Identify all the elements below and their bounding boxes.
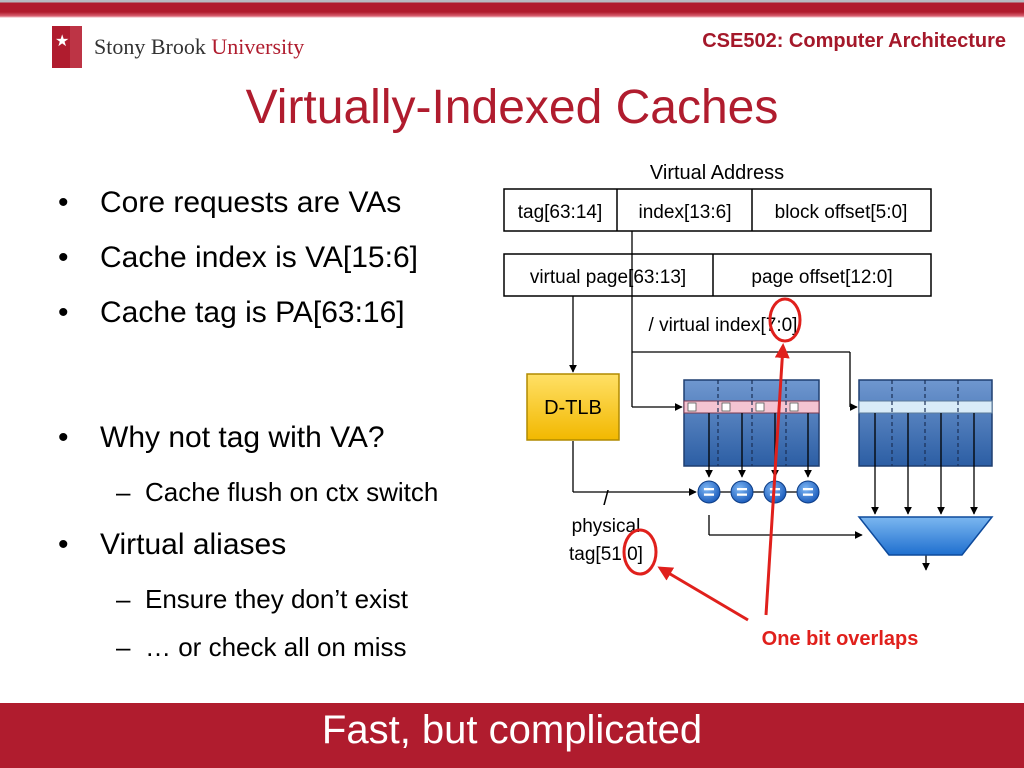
index-wiring: [569, 231, 930, 571]
comparator: =: [796, 480, 820, 504]
tag-comparators: = = = =: [697, 480, 820, 504]
cache-tag-array: [683, 379, 820, 467]
svg-text:=: =: [703, 482, 715, 504]
comparator: =: [697, 480, 721, 504]
cache-data-array: [858, 379, 993, 467]
svg-text:=: =: [802, 482, 814, 504]
overlap-highlight: [622, 297, 802, 622]
virtual-page-field: virtual page[63:13]: [530, 267, 686, 288]
va-field-tag: tag[63:14]: [518, 202, 603, 223]
logo-text: Stony Brook University: [94, 34, 304, 60]
way-select-mux: [857, 516, 994, 556]
comparator: =: [730, 480, 754, 504]
logo-shield: ★: [52, 26, 82, 68]
tlb-label: D-TLB: [544, 397, 602, 419]
d-tlb: D-TLB: [526, 373, 620, 441]
star-icon: ★: [55, 33, 70, 50]
university-logo: ★ Stony Brook University: [52, 26, 352, 70]
footer-text: Fast, but complicated: [321, 708, 703, 752]
physical-label: physical: [572, 516, 641, 537]
logo-university: University: [211, 34, 305, 59]
physical-tag-label: tag[51:0]: [569, 544, 643, 565]
course-title: CSE502: Computer Architecture: [702, 30, 1006, 52]
virtual-index-label: / virtual index[7:0]: [649, 315, 798, 336]
va-field-index: index[13:6]: [639, 202, 732, 223]
tag-width-slash: /: [603, 488, 609, 510]
footer-bar: [0, 703, 1024, 768]
svg-text:=: =: [736, 482, 748, 504]
slide-title: Virtually-Indexed Caches: [245, 81, 779, 134]
page-fields: virtual page[63:13] page offset[12:0]: [503, 253, 932, 297]
data-to-mux-wires: [871, 413, 978, 515]
top-accent-bar: [0, 0, 1024, 18]
virtual-address-fields: tag[63:14] index[13:6] block offset[5:0]: [503, 188, 932, 232]
page-offset-field: page offset[12:0]: [751, 267, 892, 288]
overlap-annotation: One bit overlaps: [762, 628, 919, 650]
logo-name: Stony Brook: [94, 34, 206, 59]
virtual-address-label: Virtual Address: [650, 162, 784, 184]
va-field-block-offset: block offset[5:0]: [775, 202, 908, 223]
